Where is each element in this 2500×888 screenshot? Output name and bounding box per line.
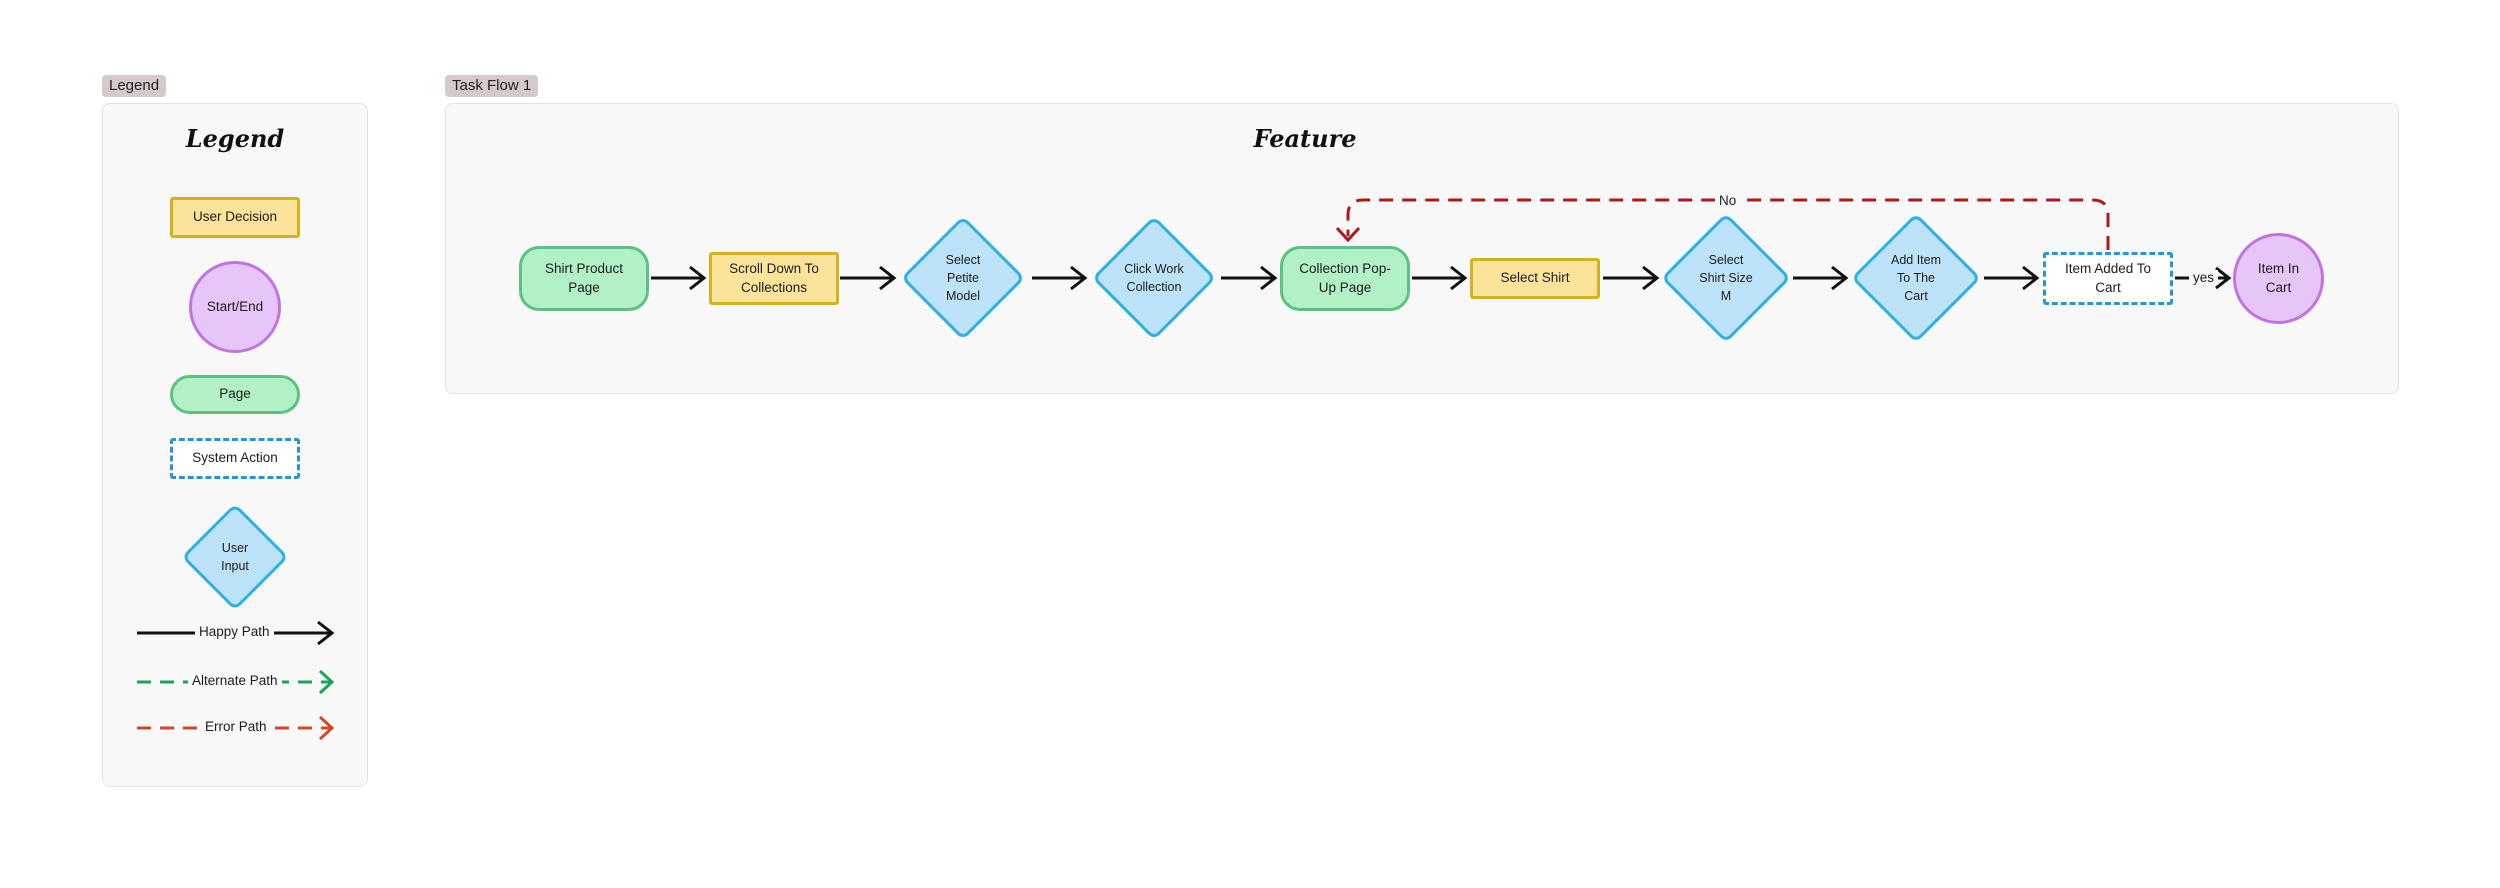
node-select-shirt[interactable]: Select Shirt xyxy=(1470,258,1600,299)
node-click-work-collection-label: Click Work Collection xyxy=(1124,261,1184,294)
node-scroll-down-to-collections[interactable]: Scroll Down To Collections xyxy=(709,252,839,305)
taskflow-frame[interactable] xyxy=(445,103,2399,394)
legend-happy-path-label: Happy Path xyxy=(195,624,274,639)
legend-start-end[interactable]: Start/End xyxy=(189,261,281,353)
edge-label-yes: yes xyxy=(2189,270,2219,285)
node-shirt-product-page[interactable]: Shirt Product Page xyxy=(519,246,649,311)
legend-frame-tag[interactable]: Legend xyxy=(102,75,167,97)
legend-title: Legend xyxy=(185,124,285,153)
node-select-petite-model[interactable]: Select Petite Model xyxy=(898,215,1028,341)
node-item-added-to-cart[interactable]: Item Added To Cart xyxy=(2043,252,2173,305)
legend-user-input[interactable]: User Input xyxy=(180,502,290,612)
legend-user-decision[interactable]: User Decision xyxy=(170,197,300,238)
legend-user-input-label: User Input xyxy=(221,540,249,573)
node-collection-popup-page[interactable]: Collection Pop- Up Page xyxy=(1280,246,1410,311)
node-add-item-to-cart-label: Add Item To The Cart xyxy=(1890,252,1942,304)
node-select-shirt-size-label: Select Shirt Size M xyxy=(1699,252,1753,304)
node-item-in-cart[interactable]: Item In Cart xyxy=(2233,233,2324,324)
node-select-petite-model-label: Select Petite Model xyxy=(945,252,981,304)
legend-alternate-path-label: Alternate Path xyxy=(188,673,282,688)
node-add-item-to-cart[interactable]: Add Item To The Cart xyxy=(1850,212,1982,344)
legend-error-path-label: Error Path xyxy=(201,719,271,734)
node-select-shirt-size[interactable]: Select Shirt Size M xyxy=(1660,212,1792,344)
legend-page[interactable]: Page xyxy=(170,375,300,414)
node-click-work-collection[interactable]: Click Work Collection xyxy=(1089,215,1219,341)
taskflow-frame-tag[interactable]: Task Flow 1 xyxy=(445,75,539,97)
legend-system-action[interactable]: System Action xyxy=(170,438,300,479)
taskflow-title: Feature xyxy=(1253,124,1357,153)
happy-path-arrows xyxy=(651,265,2232,291)
edge-label-no: No xyxy=(1715,193,1741,208)
